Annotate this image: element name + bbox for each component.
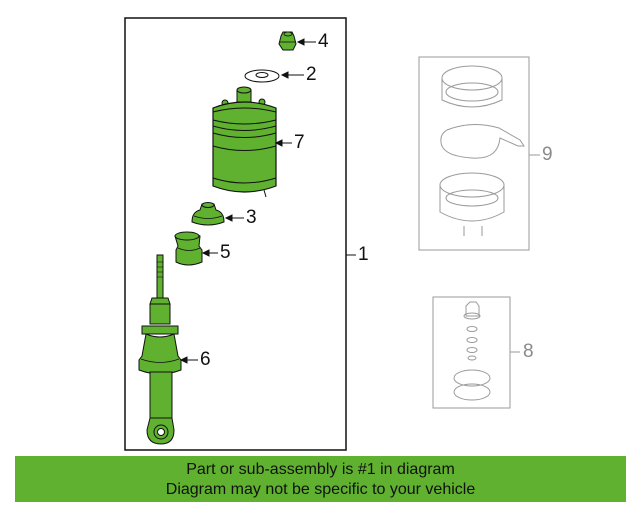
- callout-6: 6: [200, 349, 211, 370]
- callout-2: 2: [306, 64, 317, 85]
- callout-1: 1: [358, 244, 369, 265]
- part-stopper-seat[interactable]: [191, 202, 225, 226]
- parts-diagram: [124, 17, 540, 451]
- callout-5: 5: [220, 242, 231, 263]
- banner-line-1: Part or sub-assembly is #1 in diagram: [186, 461, 455, 478]
- part-nut[interactable]: [278, 31, 297, 51]
- callout-7: 7: [294, 132, 305, 153]
- related-part-9-group[interactable]: [418, 56, 540, 251]
- assembly-frame: [124, 17, 347, 451]
- part-shock-absorber[interactable]: [138, 254, 182, 445]
- callout-3: 3: [246, 207, 257, 228]
- part-bump-stop[interactable]: [174, 231, 203, 266]
- fitment-notice-banner: Part or sub-assembly is #1 in diagram Di…: [15, 456, 626, 502]
- related-part-8-group[interactable]: [432, 296, 520, 409]
- callout-4: 4: [318, 31, 329, 52]
- banner-line-2: Diagram may not be specific to your vehi…: [165, 481, 476, 498]
- callout-8: 8: [523, 341, 534, 362]
- callout-9: 9: [542, 144, 553, 165]
- part-washer[interactable]: [244, 69, 280, 83]
- part-air-spring[interactable]: [212, 86, 277, 198]
- leader-lines: [179, 38, 356, 364]
